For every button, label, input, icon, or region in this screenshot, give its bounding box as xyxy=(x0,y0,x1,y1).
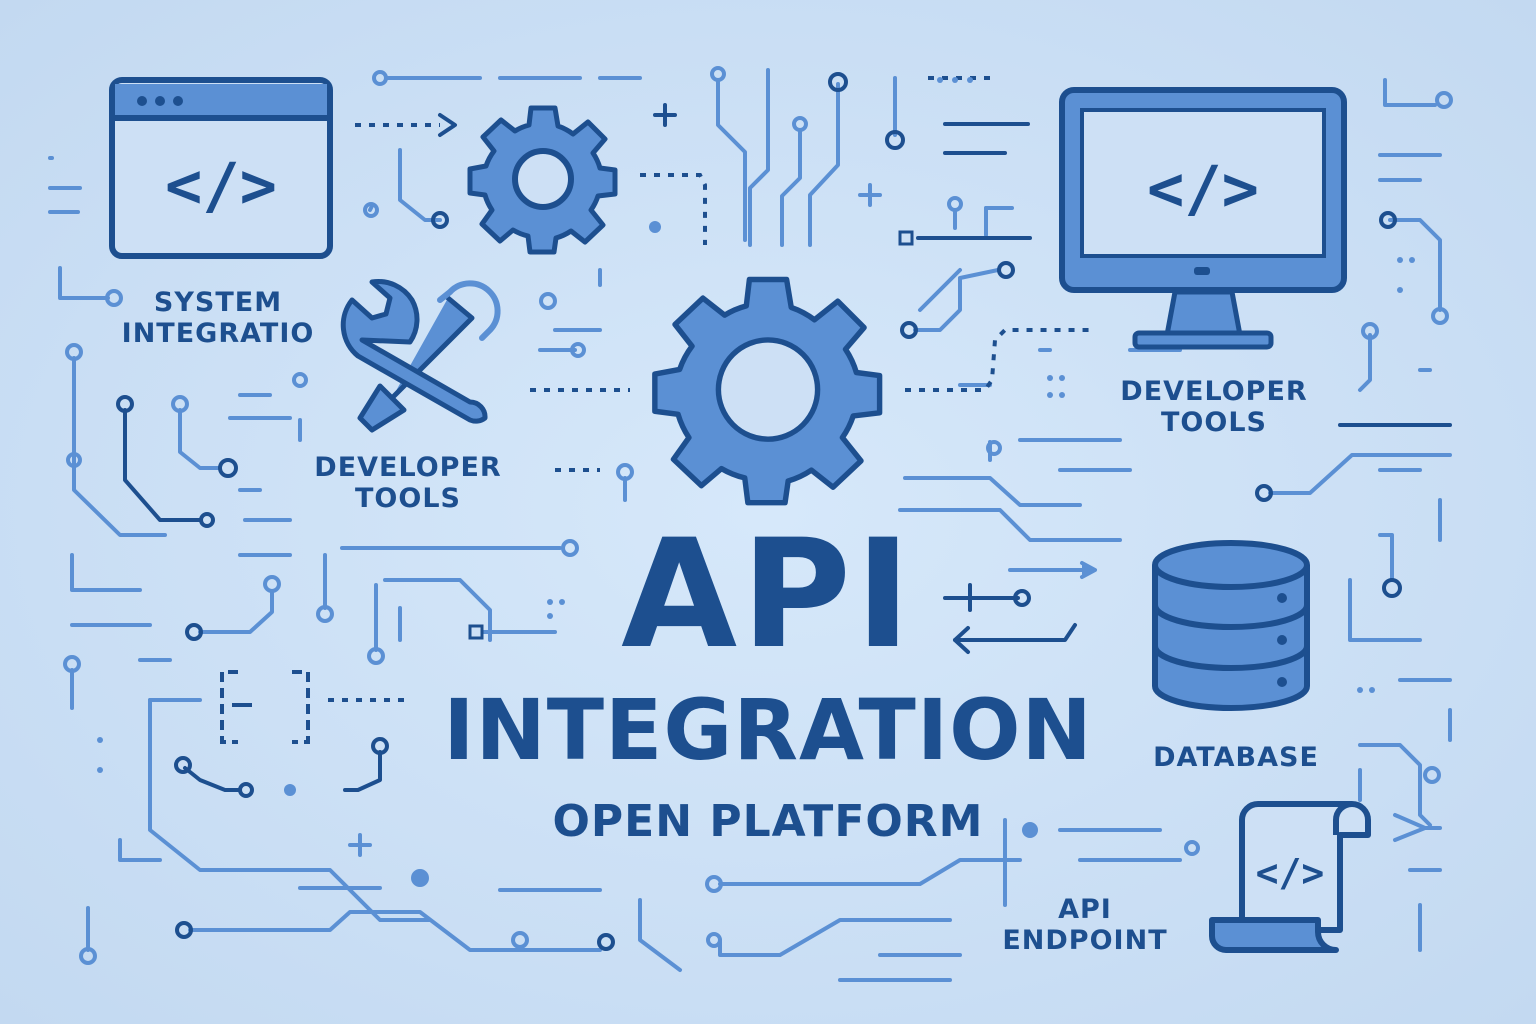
circuit-dots xyxy=(97,77,1415,838)
monitor-icon: </> xyxy=(1059,87,1347,350)
circuit-nodes xyxy=(468,230,914,640)
wrench-icon xyxy=(340,279,501,433)
database-icon xyxy=(1152,540,1310,711)
browser-window-icon: </> xyxy=(109,77,333,259)
bracket-icon xyxy=(220,670,310,744)
document-scroll-icon: </> xyxy=(1209,801,1371,953)
gear-icon xyxy=(652,276,883,506)
label-system-integration: SYSTEM INTEGRATIO xyxy=(121,287,315,350)
code-glyph: </> xyxy=(1147,152,1259,225)
title-integration: INTEGRATION xyxy=(443,681,1093,779)
circuit-traces xyxy=(48,66,1453,982)
label-developer-tools-right: DEVELOPER TOOLS xyxy=(1120,376,1308,439)
dotted-connectors xyxy=(328,76,1090,702)
label-api-endpoint: API ENDPOINT xyxy=(1002,894,1168,957)
title-open-platform: OPEN PLATFORM xyxy=(552,796,984,847)
label-developer-tools-left: DEVELOPER TOOLS xyxy=(314,452,502,515)
label-database: DATABASE xyxy=(1153,742,1319,773)
gear-icon xyxy=(467,105,618,255)
title-api: API xyxy=(621,508,915,682)
code-glyph: </> xyxy=(165,149,277,222)
code-glyph: </> xyxy=(1256,851,1325,895)
arrow-icon xyxy=(438,113,1427,842)
